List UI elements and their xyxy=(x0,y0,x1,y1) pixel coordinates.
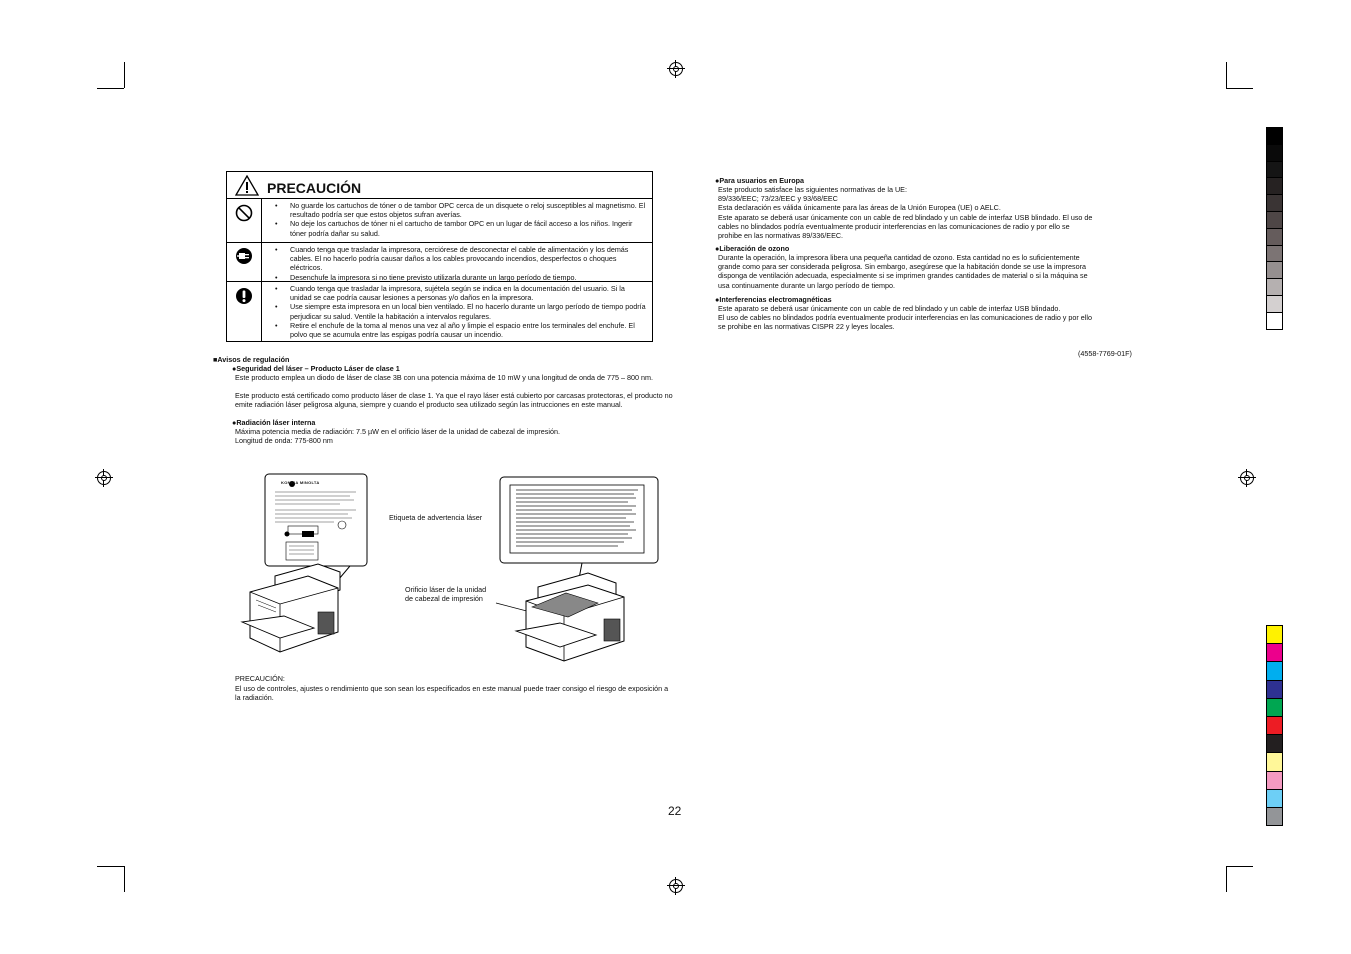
color-swatch xyxy=(1266,128,1283,145)
caution-item: Cuando tenga que trasladar la impresora,… xyxy=(275,284,646,302)
caution-item: No deje los cartuchos de tóner ni el car… xyxy=(275,219,646,237)
crop-mark xyxy=(97,866,124,867)
caution-box: PRECAUCIÓN No guarde los cartuchos de tó… xyxy=(226,171,653,342)
color-swatch xyxy=(1266,753,1283,772)
text-line: Este aparato se deberá usar únicamente c… xyxy=(718,212,1093,222)
subsection-heading: ●Seguridad del láser – Producto Láser de… xyxy=(232,364,400,373)
text-line: usa continuamente durante un largo perío… xyxy=(718,280,896,290)
caution-item: Use siempre esta impresora en un local b… xyxy=(275,302,646,320)
text-line: Esta declaración es válida únicamente pa… xyxy=(718,203,1001,213)
color-swatch xyxy=(1266,279,1283,296)
document-code: (4558-7769-01F) xyxy=(1078,349,1132,358)
crop-mark xyxy=(1226,88,1253,89)
figure-label: de cabezal de impresión xyxy=(405,594,483,603)
color-swatch xyxy=(1266,789,1283,808)
color-swatch xyxy=(1266,644,1283,663)
color-swatch xyxy=(1266,295,1283,313)
subsection-heading: ●Interferencias electromagnéticas xyxy=(715,295,832,304)
caution-list: No guarde los cartuchos de tóner o de ta… xyxy=(275,201,646,238)
color-swatch xyxy=(1266,195,1283,212)
paragraph: Este producto emplea un diodo de láser d… xyxy=(235,373,653,382)
color-swatch xyxy=(1266,228,1283,246)
subsection-heading: ●Para usuarios en Europa xyxy=(715,176,805,185)
registration-mark-icon xyxy=(1238,469,1256,487)
color-swatch xyxy=(1266,312,1283,330)
color-swatch xyxy=(1266,662,1283,681)
caution-group: No guarde los cartuchos de tóner o de ta… xyxy=(227,199,652,243)
bottom-caution-text: El uso de controles, ajustes o rendimien… xyxy=(235,684,669,703)
bottom-caution-title: PRECAUCIÓN: xyxy=(235,674,285,683)
text-line: cables no blindados podría eventualmente… xyxy=(718,221,1070,231)
subsection-heading: ●Liberación de ozono xyxy=(715,244,790,253)
no-symbol-icon xyxy=(235,204,253,222)
paragraph: Este producto está certificado como prod… xyxy=(235,391,673,410)
paragraph: Longitud de onda: 775-800 nm xyxy=(235,436,333,445)
paragraph: Este aparato se deberá usar únicamente c… xyxy=(718,304,1138,332)
text-line: se prohibe en las normativas CISPR 22 y … xyxy=(718,322,895,332)
text-line: Durante la operación, la impresora liber… xyxy=(718,253,1080,262)
color-swatch xyxy=(1266,144,1283,162)
color-swatch xyxy=(1266,807,1283,827)
exclamation-icon xyxy=(236,288,252,304)
registration-mark-icon xyxy=(667,60,685,78)
caution-item: Desenchufe la impresora si no tiene prev… xyxy=(275,273,646,282)
caution-group: Cuando tenga que trasladar la impresora,… xyxy=(227,282,652,341)
text-line: disponga de ventilación adecuada, especi… xyxy=(718,271,1088,281)
color-swatch xyxy=(1266,178,1283,196)
color-swatch xyxy=(1266,161,1283,179)
caution-header: PRECAUCIÓN xyxy=(227,172,652,199)
laser-warning-label-illustration xyxy=(495,476,659,662)
unplug-icon xyxy=(236,248,252,264)
subsection-heading: ●Radiación láser interna xyxy=(232,418,316,427)
figure-label: Etiqueta de advertencia láser xyxy=(389,513,483,522)
text-line: grande como para ser considerada peligro… xyxy=(718,262,1086,272)
color-swatch xyxy=(1266,698,1283,717)
caution-group: Cuando tenga que trasladar la impresora,… xyxy=(227,243,652,282)
crop-mark xyxy=(1226,866,1253,867)
color-swatch xyxy=(1266,771,1283,790)
caution-title: PRECAUCIÓN xyxy=(267,180,362,196)
brand-logo-text: KONICA MINOLTA xyxy=(281,480,320,485)
text-line: Este producto satisface las siguientes n… xyxy=(718,185,907,194)
grayscale-color-bar xyxy=(1266,127,1283,330)
color-swatch xyxy=(1266,626,1283,645)
color-swatch xyxy=(1266,245,1283,263)
registration-mark-icon xyxy=(95,469,113,487)
caution-item: No guarde los cartuchos de tóner o de ta… xyxy=(275,201,646,219)
color-swatch xyxy=(1266,716,1283,736)
crop-mark xyxy=(1226,866,1227,892)
certification-label-illustration xyxy=(240,473,368,653)
color-swatch xyxy=(1266,680,1283,699)
section-heading: ■Avisos de regulación xyxy=(213,355,290,364)
paragraph: Durante la operación, la impresora liber… xyxy=(718,253,1138,290)
registration-mark-icon xyxy=(667,877,685,895)
caution-item: Retire el enchufe de la toma al menos un… xyxy=(275,321,646,339)
figure-label: Orificio láser de la unidad xyxy=(405,585,487,594)
crop-mark xyxy=(1226,62,1227,88)
paragraph: Este producto satisface las siguientes n… xyxy=(718,185,1138,240)
color-swatch xyxy=(1266,211,1283,229)
paragraph: Máxima potencia media de radiación: 7.5 … xyxy=(235,427,560,436)
page-number: 22 xyxy=(668,804,682,818)
text-line: El uso de cables no blindados podría eve… xyxy=(718,313,1092,323)
crop-mark xyxy=(97,88,124,89)
text-line: 89/336/EEC; 73/23/EEC y 93/68/EEC xyxy=(718,194,838,204)
caution-list: Cuando tenga que trasladar la impresora,… xyxy=(275,245,646,282)
crop-mark xyxy=(124,866,125,892)
color-swatch xyxy=(1266,262,1283,280)
crop-mark xyxy=(124,62,125,88)
process-color-bar xyxy=(1266,625,1283,827)
color-swatch xyxy=(1266,735,1283,754)
caution-list: Cuando tenga que trasladar la impresora,… xyxy=(275,284,646,339)
text-line: Este aparato se deberá usar únicamente c… xyxy=(718,304,1061,313)
caution-item: Cuando tenga que trasladar la impresora,… xyxy=(275,245,646,273)
warning-triangle-icon xyxy=(235,175,259,196)
text-line: prohibe en las normativas 89/336/EEC. xyxy=(718,231,844,241)
